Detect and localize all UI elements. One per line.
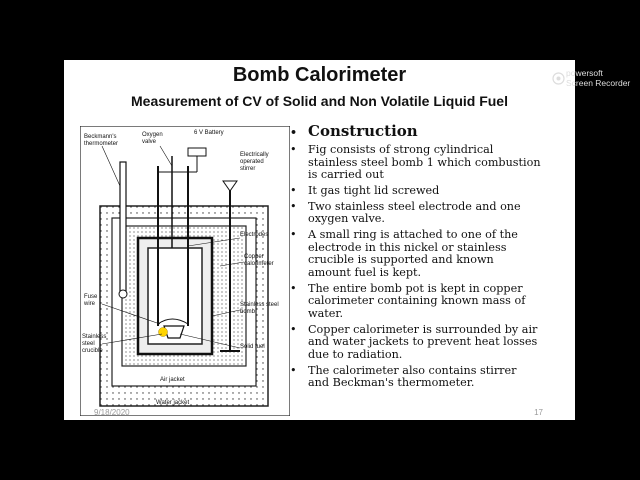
bullet-item: •It gas tight lid screwed xyxy=(290,183,440,197)
bullet-item: •Copper calorimeter is surrounded by air… xyxy=(290,322,538,361)
slide-page-number: 17 xyxy=(534,408,543,417)
bullet-icon: • xyxy=(290,126,298,139)
bullet-icon: • xyxy=(290,183,297,197)
slide-date: 9/18/2020 xyxy=(94,408,130,417)
bullet-icon: • xyxy=(290,322,297,336)
construction-heading: • Construction xyxy=(290,122,572,140)
watermark-line2: Screen Recorder xyxy=(566,77,631,88)
heading-text: Construction xyxy=(308,122,418,140)
label-solid-fuel: Solid fuel xyxy=(240,344,265,350)
bullet-icon: • xyxy=(290,228,297,242)
slide-title: Bomb Calorimeter xyxy=(232,64,407,86)
beckmann-thermometer xyxy=(119,161,127,293)
slide-subtitle: Measurement of CV of Solid and Non Volat… xyxy=(131,93,508,109)
screen-recorder-watermark: powersoft Screen Recorder xyxy=(552,68,638,94)
label-electrodes: Electrodes xyxy=(240,232,268,238)
label-air-jacket: Air jacket xyxy=(160,377,185,383)
recorder-logo-icon xyxy=(552,72,565,85)
bullet-icon: • xyxy=(290,281,297,295)
bullet-icon: • xyxy=(290,199,297,213)
watermark-line1: powersoft xyxy=(566,68,603,78)
slide: Bomb Calorimeter Measurement of CV of So… xyxy=(64,60,575,420)
label-battery: 6 V Battery xyxy=(194,130,224,136)
construction-section: • Construction •Fig consists of strong c… xyxy=(290,122,572,393)
bullet-icon: • xyxy=(290,363,297,377)
battery xyxy=(187,147,207,157)
bullet-icon: • xyxy=(290,143,297,156)
label-water-jacket: Water jacket xyxy=(156,400,189,406)
watermark-text: powersoft Screen Recorder xyxy=(566,68,631,88)
fuel-sample xyxy=(158,327,168,337)
